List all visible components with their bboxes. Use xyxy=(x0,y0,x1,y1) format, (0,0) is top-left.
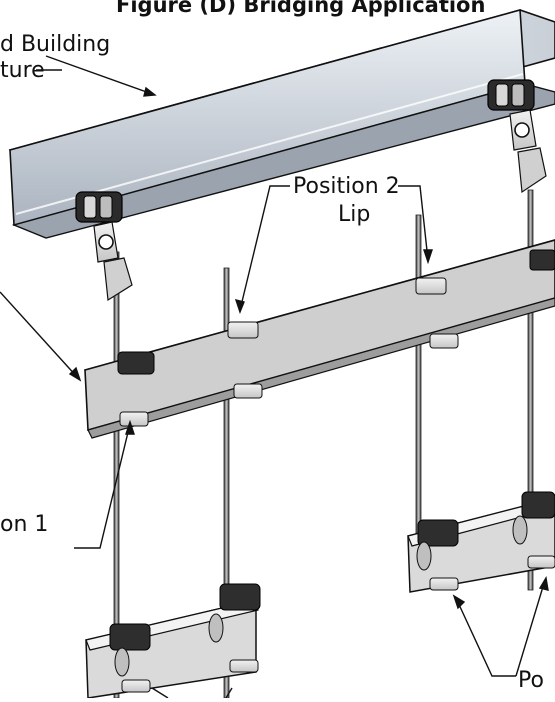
label-position-2: Position 2 xyxy=(293,174,400,199)
label-bottom-right: Po xyxy=(518,668,544,693)
main-channel xyxy=(84,239,555,439)
leader-lines xyxy=(0,55,549,699)
beam-clip-icon xyxy=(117,249,555,427)
building-structure-angle xyxy=(8,8,555,239)
label-position-2-lip: Lip xyxy=(338,202,371,227)
label-position-1: on 1 xyxy=(0,512,49,537)
lower-left-channel xyxy=(85,583,261,699)
label-building-line2: ture xyxy=(0,58,45,83)
label-building-line1: d Building xyxy=(0,32,111,57)
lower-right-channel xyxy=(407,491,555,593)
hanger-clip-icon xyxy=(75,79,547,302)
figure-title: Figure (D) Bridging Application xyxy=(116,0,486,17)
